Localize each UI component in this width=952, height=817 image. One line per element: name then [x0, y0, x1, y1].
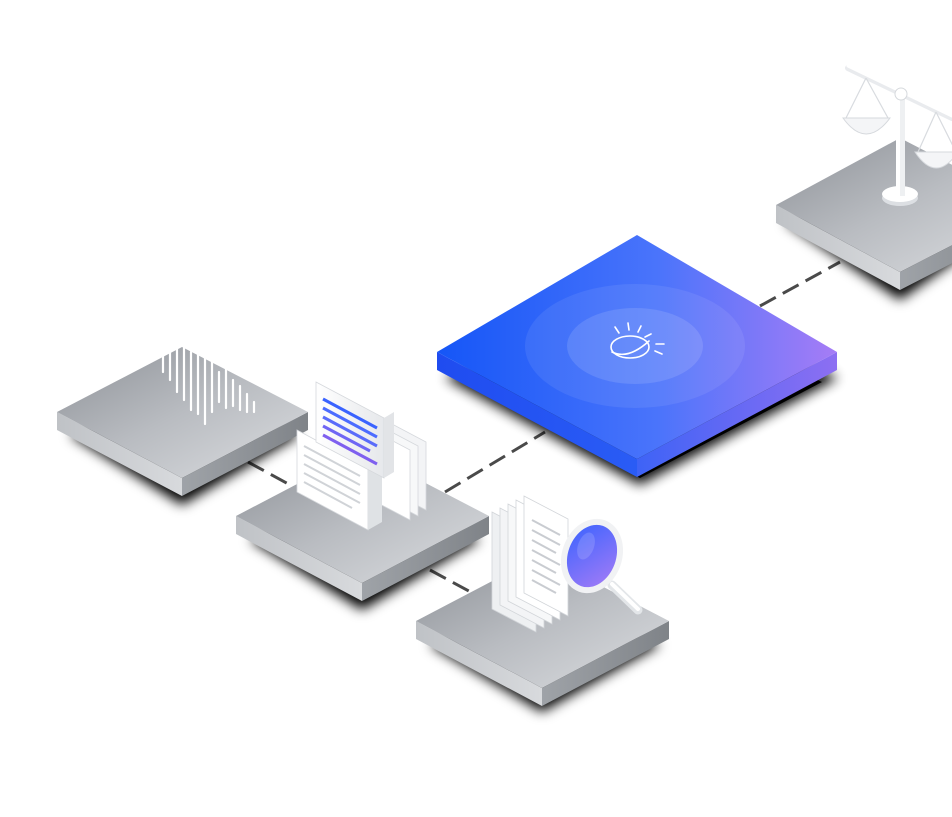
hub-platform: [437, 235, 838, 485]
watson-brain-icon: [610, 322, 665, 359]
document-stack-icon: [296, 381, 427, 531]
scales-side-right: [900, 245, 952, 290]
signal-side-right: [182, 412, 308, 496]
scales-side-left: [776, 205, 900, 290]
hub-inner-ring: [567, 308, 703, 384]
scale-pan-right-bowl: [914, 151, 952, 169]
documents-side-right: [362, 516, 489, 601]
magnifying-glass-icon: [560, 518, 643, 615]
connector-hub-documents: [444, 430, 546, 494]
connector-documents-search: [429, 568, 479, 598]
scales-platform: [776, 64, 952, 300]
scale-pan-right: [917, 111, 952, 153]
hub-outer-ring: [525, 284, 745, 408]
signal-platform: [57, 332, 308, 505]
signal-top: [57, 347, 308, 478]
audio-waveform-icon: [133, 332, 256, 426]
documents-side-left: [236, 516, 362, 601]
scale-pan-left-bowl: [842, 117, 892, 135]
signal-side-left: [57, 412, 182, 496]
search-side-right: [542, 621, 669, 706]
connector-hub-scales: [759, 260, 841, 308]
page-stack: [491, 495, 569, 633]
hub-side-left: [437, 352, 637, 477]
search-platform: [416, 495, 669, 712]
hub-side-right: [637, 352, 837, 477]
scales-top: [776, 138, 952, 272]
balance-scale-icon: [842, 64, 952, 206]
search-side-left: [416, 621, 542, 706]
connector-lines: [247, 260, 841, 598]
scale-pan-left: [845, 77, 889, 119]
hub-top: [437, 235, 837, 459]
connector-signal-documents: [247, 460, 293, 488]
documents-platform: [236, 381, 489, 610]
